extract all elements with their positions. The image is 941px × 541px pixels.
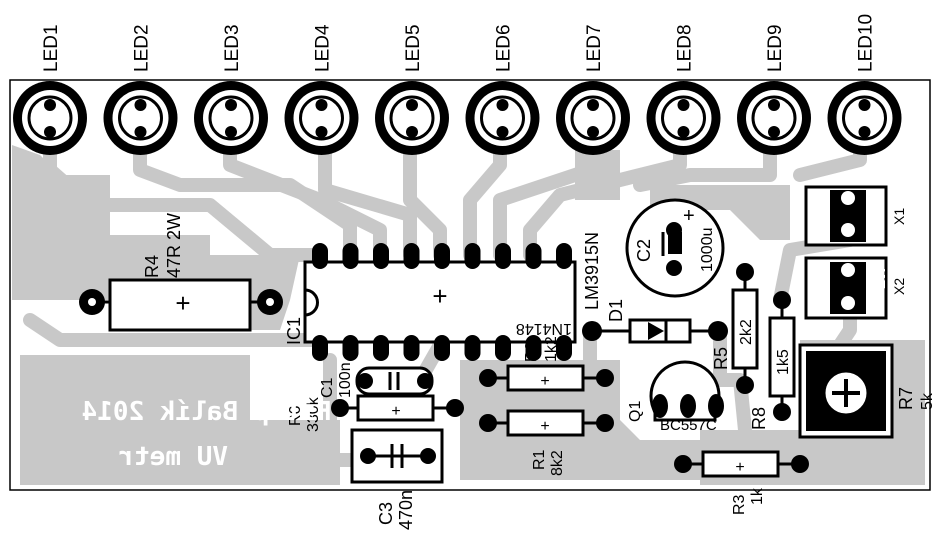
q1-value-label: BC557C bbox=[660, 417, 717, 434]
author-text: Filip Balík 2014 bbox=[82, 397, 332, 427]
led-4: LED4 bbox=[284, 24, 359, 155]
q1-transistor bbox=[649, 360, 724, 422]
led-10-label: LED10 bbox=[856, 14, 877, 72]
led-6: LED6 bbox=[465, 24, 540, 155]
r2-value-label: 1k2 bbox=[543, 336, 560, 362]
ic1-package: + bbox=[303, 243, 577, 361]
c1-value-label: 100n bbox=[337, 362, 354, 398]
r5-resistor bbox=[731, 263, 759, 394]
r3-value-label: 1k bbox=[749, 487, 766, 505]
r1-ref-label: R1 bbox=[531, 449, 548, 470]
c2-plus-mark: + bbox=[683, 205, 695, 227]
q1-ref-label: Q1 bbox=[627, 401, 644, 422]
r3-ref-label: R3 bbox=[731, 494, 748, 515]
led-3: LED3 bbox=[194, 24, 268, 155]
led-2-label: LED2 bbox=[132, 24, 153, 72]
r7-value-label: 5k bbox=[919, 392, 936, 410]
x2-ref-label: X2 bbox=[891, 278, 907, 295]
r8-value-label: 1k5 bbox=[775, 349, 792, 375]
svg-text:+: + bbox=[391, 403, 400, 420]
led-7: LED7 bbox=[556, 24, 630, 155]
led-9: LED9 bbox=[737, 24, 811, 155]
r2-resistor: + bbox=[479, 364, 614, 392]
c2-value-label: 1000u bbox=[699, 228, 716, 273]
c3-ref-label: C3 bbox=[376, 502, 396, 525]
c1-capacitor bbox=[355, 366, 434, 396]
r7-trimmer bbox=[798, 343, 894, 439]
led-1-label: LED1 bbox=[41, 24, 62, 72]
svg-text:+: + bbox=[175, 288, 190, 318]
led-7-label: LED7 bbox=[584, 24, 605, 72]
d1-diode bbox=[582, 318, 728, 344]
c1-ref-label: C1 bbox=[319, 377, 336, 398]
c3-value-label: 470n bbox=[396, 490, 416, 530]
led-8: LED8 bbox=[646, 24, 721, 155]
ic1-value-label: LM3915N bbox=[582, 232, 602, 310]
c2-ref-label: C2 bbox=[634, 239, 654, 262]
c3-capacitor bbox=[350, 428, 444, 484]
silkscreen-labels: R4 47R 2W IC1 LM3915N C2 1000u + D1 1N41… bbox=[142, 205, 936, 530]
r1-resistor: + bbox=[479, 409, 614, 437]
x2-connector bbox=[804, 256, 888, 320]
svg-text:+: + bbox=[735, 459, 744, 476]
r5-ref-label: R5 bbox=[711, 347, 731, 370]
svg-text:+: + bbox=[540, 418, 549, 435]
r6-resistor: + bbox=[331, 394, 464, 422]
r4-value-label: 47R 2W bbox=[164, 213, 184, 278]
x1-ref-label: X1 bbox=[891, 208, 907, 225]
led-9-label: LED9 bbox=[765, 24, 786, 72]
r7-ref-label: R7 bbox=[896, 387, 916, 410]
r1-value-label: 8k2 bbox=[549, 450, 566, 476]
r8-ref-label: R8 bbox=[749, 407, 769, 430]
title-text: VU metr bbox=[118, 442, 228, 472]
led-1: LED1 bbox=[13, 24, 87, 155]
r4-resistor: + bbox=[79, 278, 283, 332]
connector-bottom-text: IN bbox=[867, 268, 888, 290]
d1-ref-label: D1 bbox=[606, 299, 626, 322]
r2-ref-label: R2 bbox=[523, 341, 540, 362]
c2-capacitor bbox=[625, 198, 725, 298]
r6-ref-label: R6 bbox=[287, 405, 304, 426]
led-5: LED5 bbox=[375, 24, 449, 155]
svg-text:+: + bbox=[432, 281, 447, 311]
ic1-ref-label: IC1 bbox=[284, 317, 304, 345]
x1-connector bbox=[804, 185, 888, 247]
led-2: LED2 bbox=[103, 24, 178, 155]
d1-value-label: 1N4148 bbox=[516, 320, 572, 337]
led-5-label: LED5 bbox=[403, 24, 424, 72]
led-8-label: LED8 bbox=[675, 24, 696, 72]
r3-resistor: + bbox=[674, 450, 809, 478]
connector-top-text: 9-12V bbox=[863, 190, 884, 244]
led-10: LED10 bbox=[827, 14, 902, 155]
r6-value-label: 330k bbox=[305, 396, 322, 432]
led-3-label: LED3 bbox=[222, 24, 243, 72]
r4-ref-label: R4 bbox=[142, 255, 162, 278]
led-4-label: LED4 bbox=[313, 24, 334, 72]
svg-text:+: + bbox=[540, 373, 549, 390]
led-6-label: LED6 bbox=[494, 24, 515, 72]
copper-text: Filip Balík 2014 VU metr 9-12V IN bbox=[82, 190, 888, 472]
led-row: LED1 LED2 LED3 LED4 LED5 LED6 LED7 LED8 LED9 LED1… bbox=[13, 14, 902, 155]
r8-resistor bbox=[768, 291, 796, 421]
r5-value-label: 2k2 bbox=[738, 319, 755, 345]
